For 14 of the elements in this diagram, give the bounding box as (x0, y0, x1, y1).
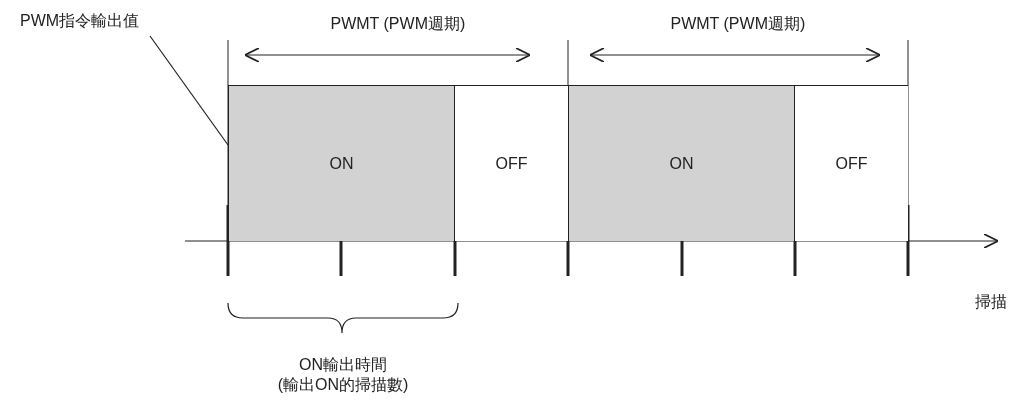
period-label: PWMT (PWM週期) (670, 14, 806, 34)
period-label: PWMT (PWM週期) (330, 14, 466, 34)
leader-line (149, 35, 229, 146)
on-block (568, 85, 795, 241)
off-block (455, 85, 568, 241)
duration-label: ON輸出時間 (輸出ON的掃描數) (276, 355, 410, 395)
state-label: ON (329, 154, 354, 173)
axis-label: 掃描 (975, 292, 1007, 312)
on-block (228, 85, 455, 241)
state-label: OFF (835, 154, 868, 173)
off-block (795, 85, 908, 241)
state-label: ON (669, 154, 694, 173)
callout-text: PWM指令輸出值 (20, 10, 170, 32)
state-label: OFF (495, 154, 528, 173)
